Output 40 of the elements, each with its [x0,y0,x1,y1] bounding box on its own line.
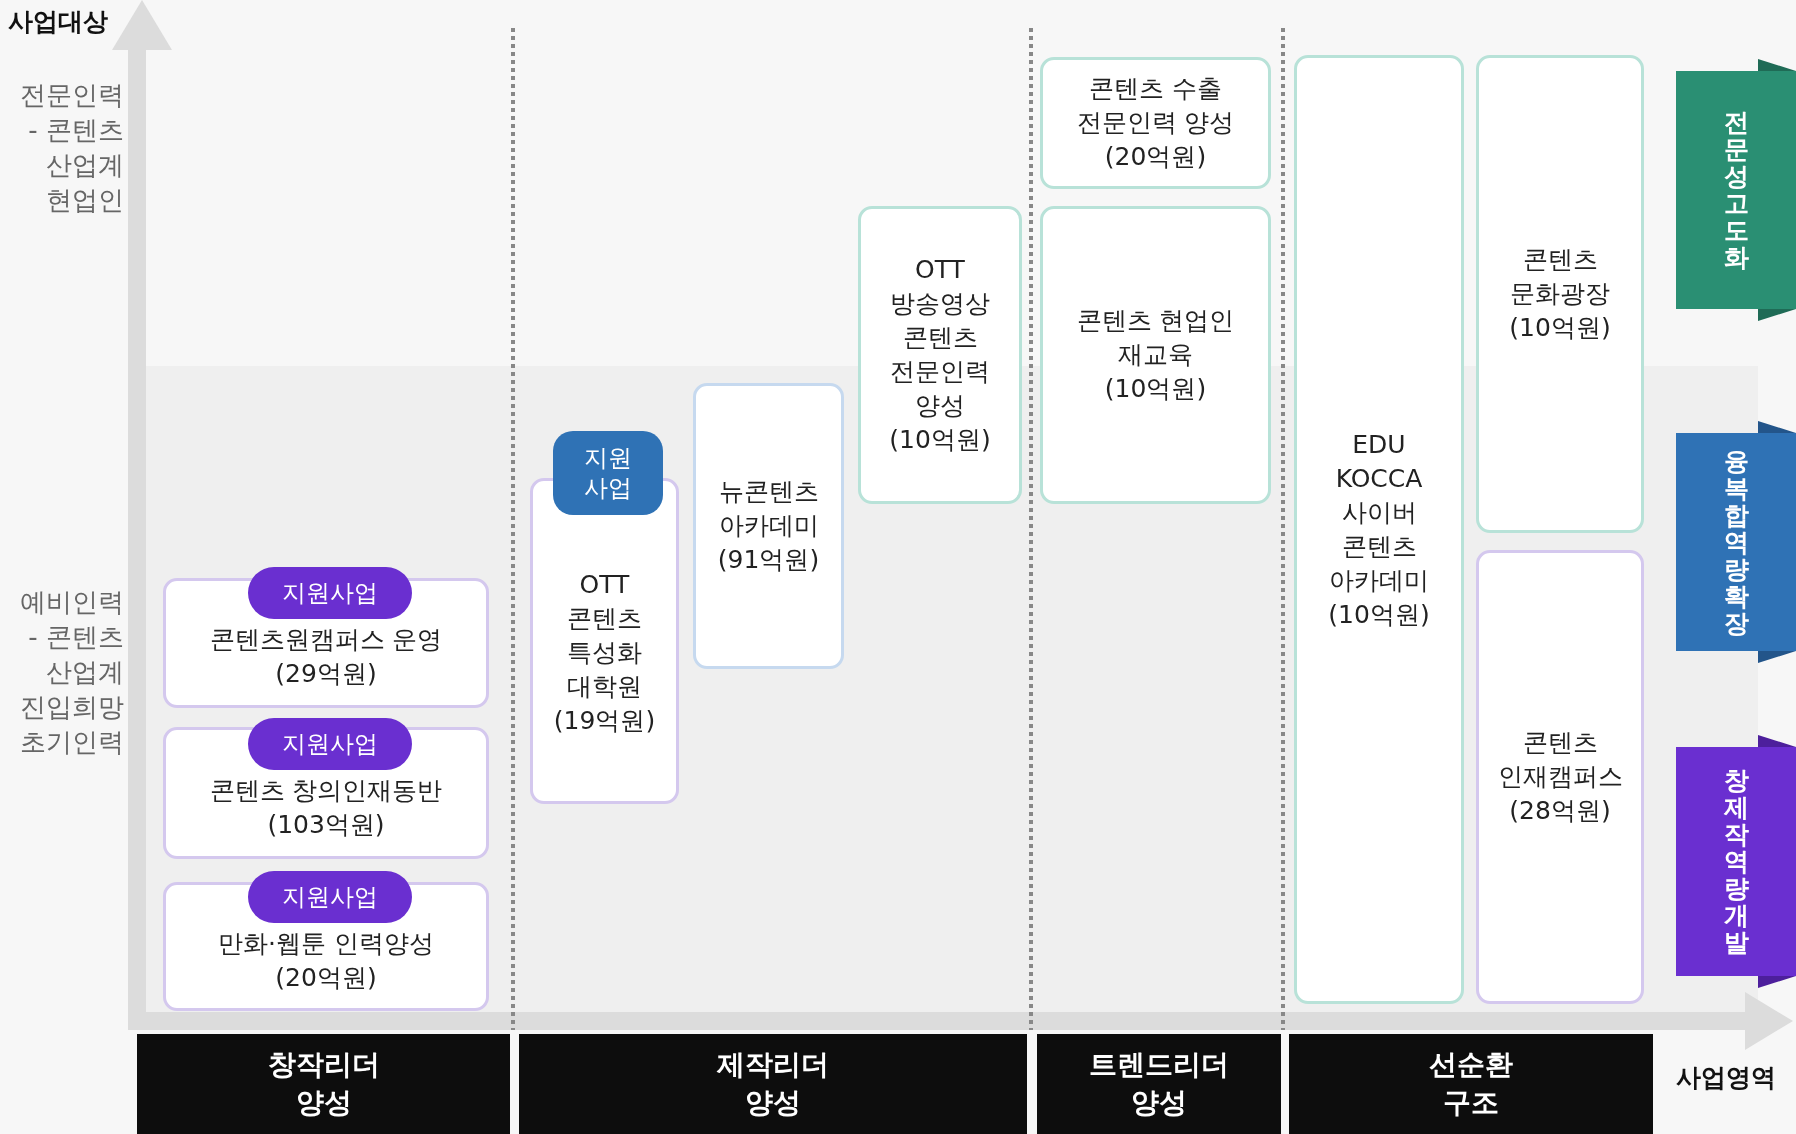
program-box [1040,206,1271,504]
ribbon-banner [1676,433,1796,651]
category-bar [1037,1034,1281,1134]
axis-category-label: 예비인력 - 콘텐츠 산업계 진입희망 초기인력 [19,586,124,759]
ribbon-banner [1676,71,1796,309]
program-box [693,383,844,669]
axis-title: 사업대상 [8,6,109,38]
category-tag: 지원사업 [248,567,412,619]
category-bar [519,1034,1027,1134]
axis-title: 사업영역 [1675,1062,1777,1094]
program-box [858,206,1022,504]
axis-category-label: 전문인력 - 콘텐츠 산업계 현업인 [19,79,124,217]
category-tag: 지원사업 [248,871,412,923]
program-text: OTT 방송영상 콘텐츠 전문인력 양성 (10억원) [888,254,992,456]
category-tag: 지원사업 [248,718,412,770]
program-text: 콘텐츠 현업인 재교육 (10억원) [1075,305,1236,405]
program-text: 콘텐츠 인재캠퍼스 (28억원) [1496,727,1624,827]
banner-text: 창작리더 양성 [266,1047,381,1121]
category-bar [137,1034,510,1134]
program-text: 콘텐츠 문화광장 (10억원) [1508,244,1612,344]
program-text: 만화·웹툰 인력양성 (20억원) [217,927,435,994]
program-text: 콘텐츠원캠퍼스 운영 (29억원) [208,624,444,690]
banner-text: 제작리더 양성 [716,1047,830,1121]
banner-text: 선순환 구조 [1428,1047,1514,1121]
banner-text: 트렌드리더 양성 [1089,1047,1229,1121]
ribbon-banner [1676,747,1796,976]
category-tag: 지원 사업 [553,431,663,515]
program-text: OTT 콘텐츠 특성화 대학원 (19억원) [552,569,657,737]
program-box [1476,550,1644,1004]
program-text: 콘텐츠 수출 전문인력 양성 (20억원) [1075,73,1236,173]
category-bar [1289,1034,1653,1134]
program-box [1476,55,1644,533]
program-box [1294,55,1464,1004]
banner-text: 전문성 고도화 [1722,109,1750,271]
banner-text: 융복합 역량확장 [1722,447,1750,637]
program-text: 콘텐츠 창의인재동반 (103억원) [208,775,444,841]
program-text: 뉴콘텐츠 아카데미 (91억원) [716,476,821,576]
program-text: EDU KOCCA 사이버 콘텐츠 아카데미 (10억원) [1327,428,1431,631]
program-box [1040,57,1271,189]
banner-text: 창제작 역량개발 [1722,767,1750,956]
